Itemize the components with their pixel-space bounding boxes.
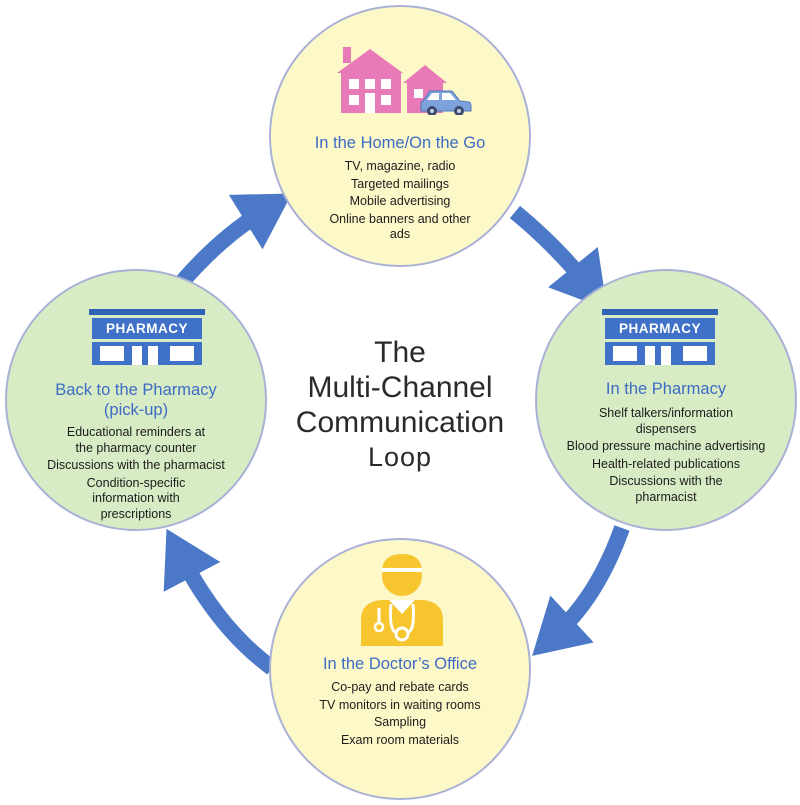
list-item: Shelf talkers/information dispensers (598, 406, 734, 436)
node-pharmacy: PHARMACY In the Pharmacy Shelf talkers/i… (535, 269, 797, 531)
title-line-2: Multi-Channel (307, 371, 493, 404)
arrow-home-to-pharmacy (509, 205, 608, 310)
node-doctor: In the Doctor’s Office Co-pay and rebate… (269, 538, 531, 800)
node-home: In the Home/On the Go TV, magazine, radi… (269, 5, 531, 267)
list-item: Educational reminders at the pharmacy co… (66, 425, 206, 455)
node-back-list: Educational reminders at the pharmacy co… (7, 425, 265, 524)
list-item: Discussions with the pharmacist (47, 458, 225, 472)
node-home-list: TV, magazine, radio Targeted mailings Mo… (271, 159, 529, 245)
pharmacy-storefront-icon: PHARMACY (89, 309, 205, 367)
list-item: TV, magazine, radio (344, 159, 456, 173)
list-item: Co-pay and rebate cards (331, 680, 469, 694)
arrow-back-to-home (175, 193, 292, 288)
list-item: Online banners and other ads (329, 211, 471, 242)
list-item: TV monitors in waiting rooms (319, 697, 481, 712)
arrow-pharmacy-to-doctor (532, 525, 630, 656)
list-item: Condition-specific information with pres… (86, 475, 186, 521)
list-item: Blood pressure machine advertising (566, 439, 766, 453)
list-item: Health-related publications (591, 456, 740, 471)
pharmacy-storefront-icon: PHARMACY (602, 309, 718, 367)
node-pharmacy-list: Shelf talkers/information dispensers Blo… (537, 406, 795, 507)
pharmacy-sign: PHARMACY (92, 318, 202, 339)
title-line-1: The (374, 336, 426, 369)
node-home-title: In the Home/On the Go (314, 134, 486, 152)
list-item: Sampling (373, 715, 427, 729)
node-doctor-title: In the Doctor’s Office (322, 655, 478, 673)
list-item: Discussions with the pharmacist (609, 474, 723, 504)
diagram-title: The Multi-Channel Communication Loop (250, 335, 550, 475)
list-item: Exam room materials (340, 732, 460, 747)
house-car-icon (337, 47, 472, 115)
node-back-title-line1: Back to the Pharmacy (55, 381, 217, 399)
arrow-doctor-to-back (163, 528, 277, 675)
node-doctor-list: Co-pay and rebate cards TV monitors in w… (271, 680, 529, 750)
list-item: Mobile advertising (349, 194, 451, 208)
node-pharmacy-title: In the Pharmacy (605, 380, 727, 398)
doctor-stethoscope-icon (361, 554, 443, 646)
node-back-title-line2: (pick-up) (103, 401, 169, 419)
title-line-3: Communication (295, 406, 505, 439)
node-back-to-pharmacy: PHARMACY Back to the Pharmacy (pick-up) … (5, 269, 267, 531)
list-item: Targeted mailings (351, 176, 449, 191)
title-line-4: Loop (367, 442, 433, 472)
pharmacy-sign: PHARMACY (605, 318, 715, 339)
